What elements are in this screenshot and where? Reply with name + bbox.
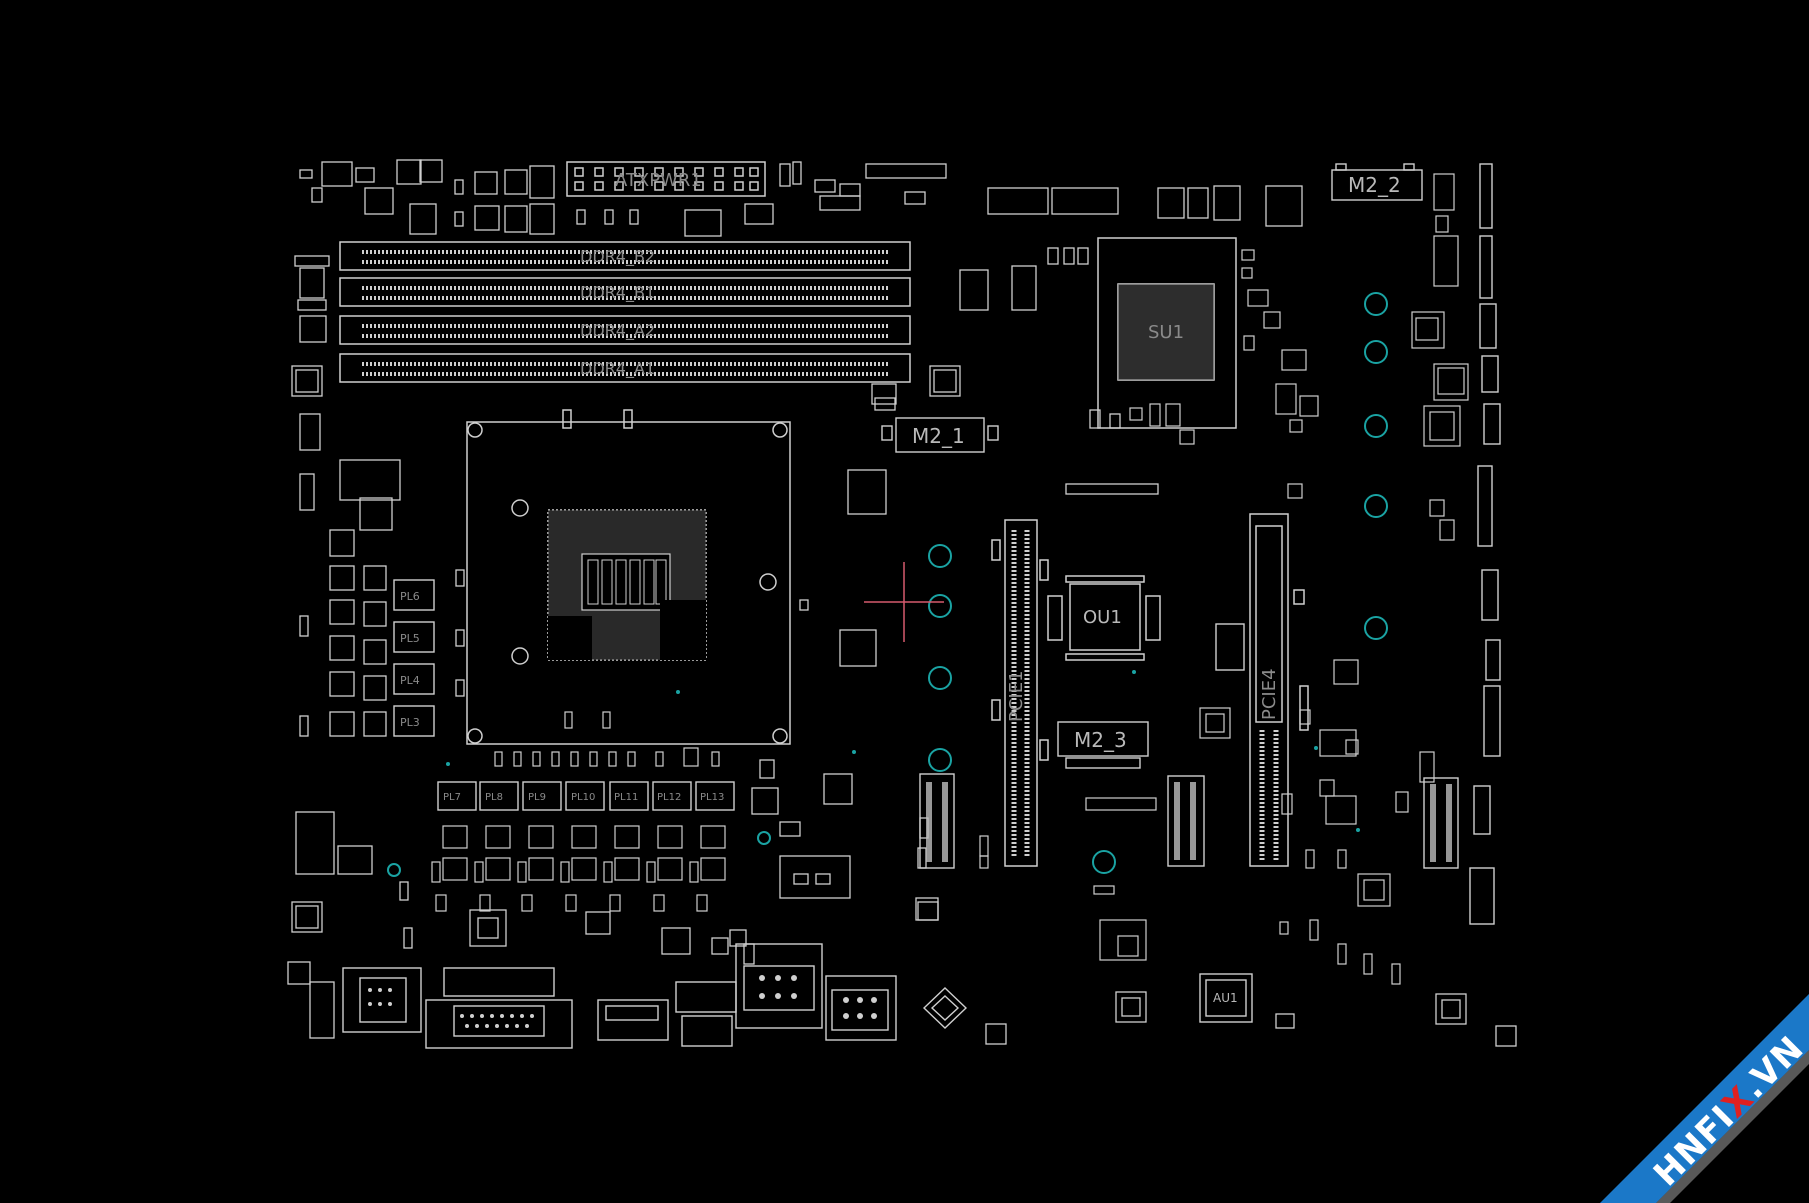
- inductor-pl12-label: PL12: [657, 792, 681, 803]
- inductor-column: [393, 579, 435, 737]
- m2-3-slot[interactable]: [1057, 721, 1149, 769]
- center-small-parts: [799, 185, 1303, 667]
- dimm-slot-b2[interactable]: [339, 241, 911, 271]
- pch-die: [1118, 284, 1214, 380]
- inductor-pl6-label: PL6: [400, 590, 420, 603]
- cpu-socket[interactable]: [466, 409, 791, 745]
- right-edge-headers[interactable]: [1469, 163, 1501, 925]
- cpu-pin-array: [547, 509, 707, 661]
- m2-2-slot[interactable]: [1331, 163, 1423, 201]
- au1-label: AU1: [1213, 991, 1238, 1005]
- inductor-pl8-label: PL8: [485, 792, 503, 803]
- inductor-pl3-label: PL3: [400, 716, 420, 729]
- vrm-left-column: [299, 413, 465, 737]
- ou1-label: OU1: [1083, 607, 1122, 628]
- pcie4-slot[interactable]: [1249, 513, 1309, 867]
- dimm-slot-b2-label: DDR4_B2: [580, 247, 655, 267]
- cpu-bottom-caps: [494, 711, 720, 767]
- inductor-pl4-label: PL4: [400, 674, 420, 687]
- inductor-pl5-label: PL5: [400, 632, 420, 645]
- diamond-chip: [922, 987, 968, 1029]
- atx-power-connector[interactable]: [566, 161, 766, 197]
- inductor-row: [437, 781, 735, 811]
- mosfet-row: [431, 825, 726, 912]
- pcie1-slot[interactable]: [991, 519, 1049, 867]
- top-left-components: [299, 159, 947, 237]
- mounting-holes: [387, 292, 1388, 877]
- rear-io-connectors[interactable]: [342, 943, 897, 1049]
- crosshair-cursor: [864, 562, 944, 642]
- inductor-pl9-label: PL9: [528, 792, 546, 803]
- m2-1-label: M2_1: [912, 424, 965, 448]
- dimm-slot-a1-label: DDR4_A1: [580, 359, 655, 379]
- bottom-small-chips: [915, 897, 1517, 1047]
- pcie1-label: PCIE1: [1006, 670, 1027, 722]
- center-lower-headers[interactable]: [919, 623, 1459, 869]
- dimm-slot-a2-label: DDR4_A2: [580, 321, 655, 341]
- m2-1-slot[interactable]: [881, 417, 999, 453]
- m2-3-label: M2_3: [1074, 728, 1127, 752]
- inductor-pl10-label: PL10: [571, 792, 595, 803]
- dimm-slot-b1[interactable]: [339, 277, 911, 307]
- pcie4-label: PCIE4: [1259, 668, 1280, 720]
- dimm-slot-a1[interactable]: [339, 353, 911, 383]
- right-edge-parts: [1279, 173, 1469, 985]
- inductor-pl13-label: PL13: [700, 792, 724, 803]
- pch-label: SU1: [1148, 322, 1184, 343]
- dimm-slot-a2[interactable]: [339, 315, 911, 345]
- dimm-side-parts: [291, 255, 961, 411]
- dimm-slot-b1-label: DDR4_B1: [580, 283, 655, 303]
- atx-power-label: ATXPWR1: [615, 170, 702, 191]
- au1-chip[interactable]: [1199, 973, 1253, 1023]
- inductor-pl7-label: PL7: [443, 792, 461, 803]
- via-dots: [446, 670, 1360, 832]
- center-misc: [979, 707, 1231, 961]
- header-pins: [926, 782, 1452, 862]
- pch-side-parts: [1129, 249, 1319, 445]
- inductor-pl11-label: PL11: [614, 792, 638, 803]
- rear-io-pins: [368, 975, 877, 1028]
- ou1-chip[interactable]: [1047, 575, 1161, 661]
- atx-pins: [574, 167, 759, 191]
- watermark-band: [1600, 994, 1809, 1203]
- m2-2-label: M2_2: [1348, 173, 1401, 197]
